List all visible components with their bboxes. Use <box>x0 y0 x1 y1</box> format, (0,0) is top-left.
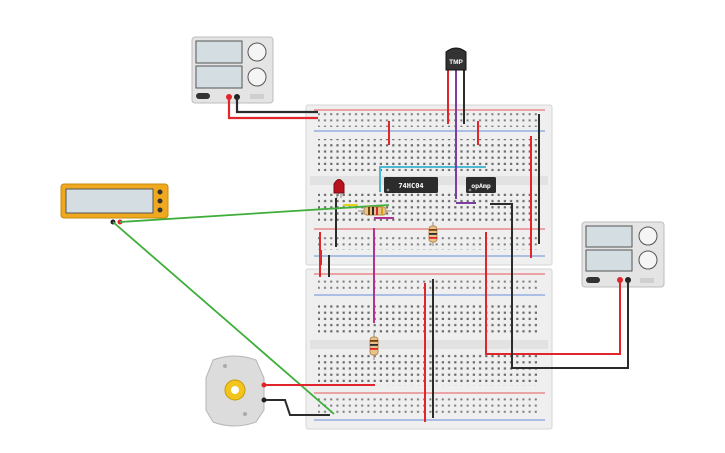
power-switch-icon[interactable] <box>196 93 210 99</box>
breadboard-bottom[interactable] <box>305 268 553 430</box>
current-knob-icon[interactable] <box>247 67 267 87</box>
voltage-knob-icon[interactable] <box>247 42 267 62</box>
multimeter[interactable] <box>60 183 169 225</box>
wires <box>112 70 629 422</box>
resistor-horizontal[interactable] <box>358 206 392 216</box>
current-knob-icon[interactable] <box>638 250 658 270</box>
ic-chip-74hc04[interactable]: 74HC04 <box>384 177 438 193</box>
dc-motor[interactable] <box>205 355 267 427</box>
ic-chip-icon: opAmp <box>471 182 491 190</box>
power-supply-right[interactable] <box>581 221 665 288</box>
voltage-knob-icon[interactable] <box>638 226 658 246</box>
ic-chip-icon: 74HC04 <box>398 182 423 190</box>
resistor-vertical-bottom[interactable] <box>369 332 379 360</box>
temperature-sensor[interactable]: TMP <box>445 47 467 71</box>
power-supply-top[interactable] <box>191 36 274 104</box>
resistor-vertical-top[interactable] <box>428 222 438 246</box>
power-switch-icon[interactable] <box>586 277 600 283</box>
temperature-sensor-icon: TMP <box>449 59 463 66</box>
motor-icon <box>224 379 246 401</box>
led[interactable] <box>333 179 345 199</box>
ic-chip-opamp[interactable]: opAmp <box>466 177 496 193</box>
